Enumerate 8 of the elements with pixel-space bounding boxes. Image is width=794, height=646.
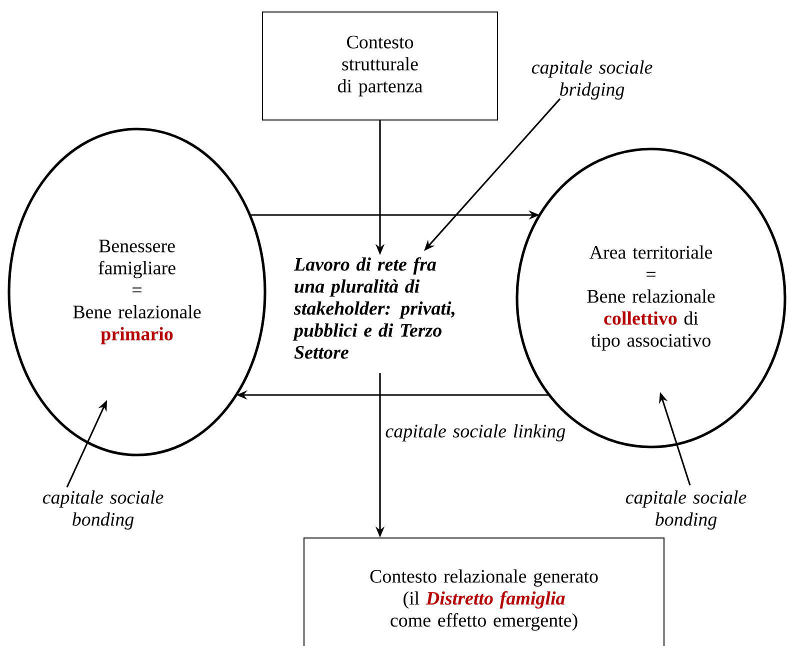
annotation-text: capitale sociale bonding <box>626 490 746 530</box>
annotation-text: capitale sociale bonding <box>42 490 164 530</box>
text-box: Contesto strutturale di partenza <box>262 12 498 120</box>
text-box: Contesto relazionale generato (il Distretto famiglia come effetto emergente) <box>304 538 664 646</box>
annotation-text: capitale sociale bridging <box>532 60 652 100</box>
edge-label: capitale sociale linking <box>386 424 566 442</box>
central-text: Lavoro di rete fra una pluralità di stakeholder: privati, pubblici e di Terzo Settore <box>292 257 454 359</box>
ellipse-node: Benessere famigliare = Bene relazionale primario <box>8 128 266 456</box>
